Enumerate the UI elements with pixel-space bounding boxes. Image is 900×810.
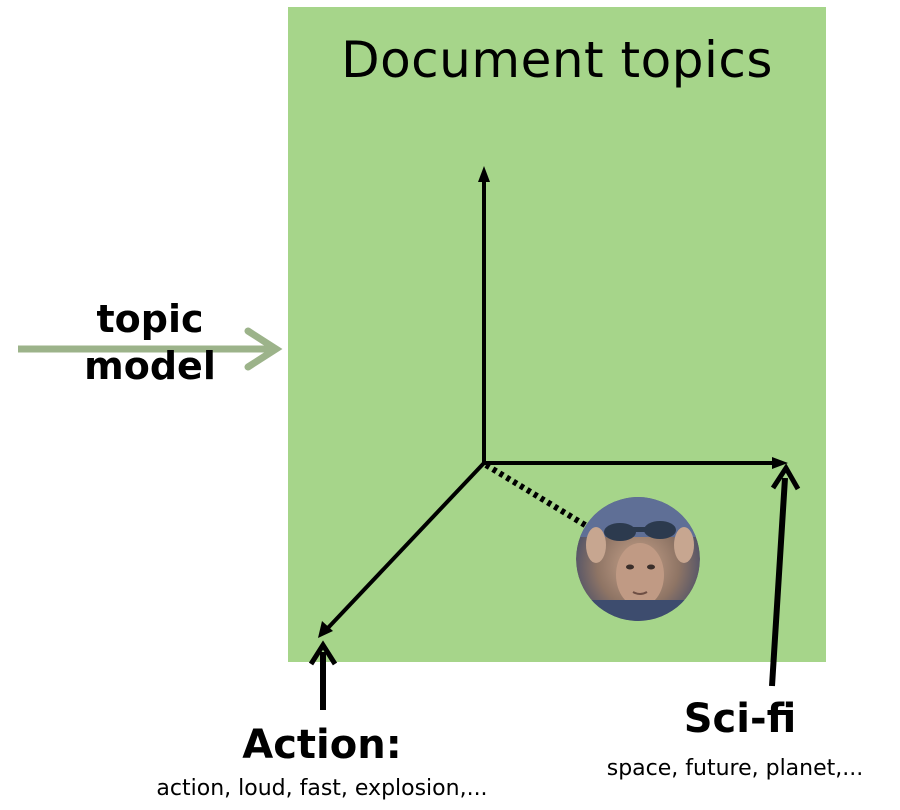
action-topic-words: action, loud, fast, explosion,... (156, 776, 488, 801)
panel-title: Document topics (341, 31, 773, 89)
scifi-axis (484, 457, 788, 469)
scifi-topic-name: Sci-fi (683, 696, 797, 742)
document-avatar-icon (576, 497, 700, 621)
action-topic-name: Action: (242, 722, 402, 768)
action-pointer-arrow (308, 640, 338, 710)
topic-model-label-line2: model (84, 344, 216, 388)
scifi-pointer-arrow (769, 463, 801, 687)
topic-model-label: topic model (70, 296, 230, 390)
document-topics-panel: Document topics (288, 7, 826, 662)
topic-model-arrow (18, 327, 283, 371)
topic-model-label-line1: topic (96, 297, 204, 341)
vertical-axis (478, 166, 490, 463)
document-projection-line (484, 462, 592, 531)
scifi-topic-words: space, future, planet,... (606, 756, 864, 781)
action-axis (318, 461, 486, 638)
